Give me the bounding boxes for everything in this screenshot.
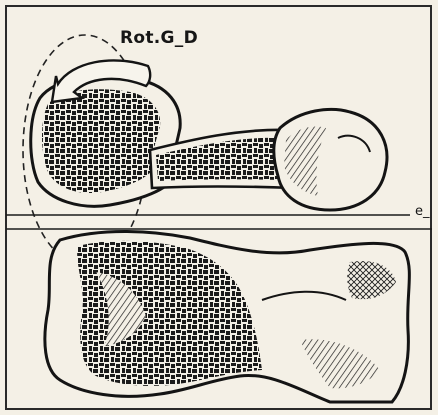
reference-line-label: e_ — [415, 205, 430, 218]
upper-bone-head-spongy — [42, 89, 160, 193]
rotation-label: Rot.G_D — [120, 30, 198, 47]
upper-bone — [31, 77, 387, 210]
lower-bone — [45, 232, 409, 403]
